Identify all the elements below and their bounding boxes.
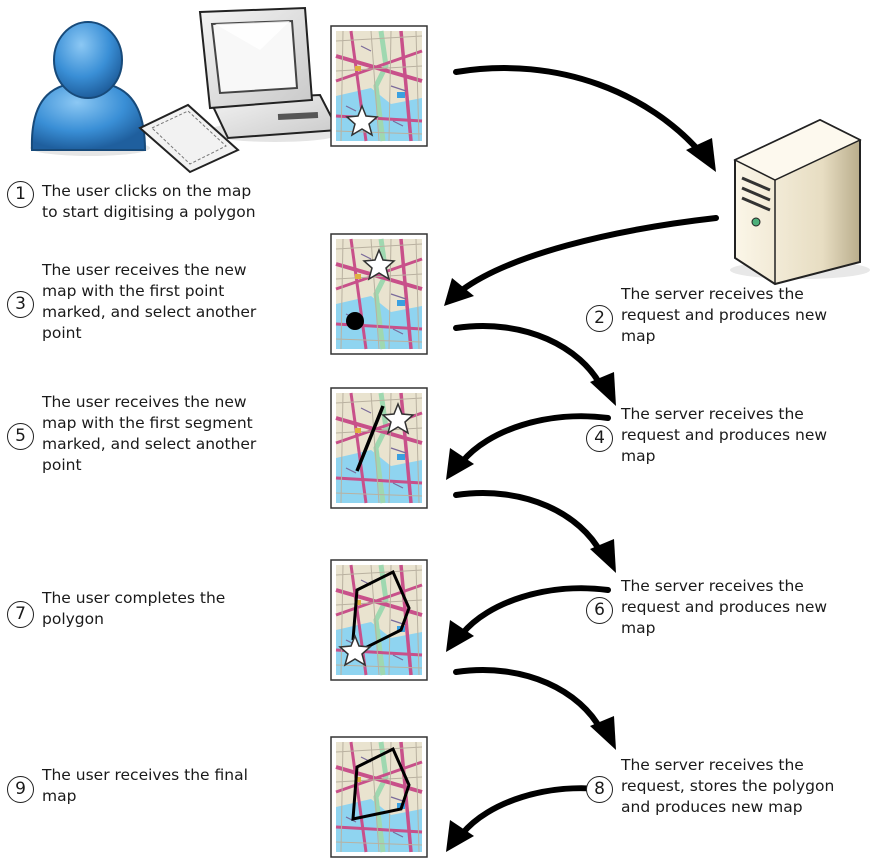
step-3: 3 The user receives the new map with the… bbox=[7, 260, 256, 344]
step-number: 2 bbox=[586, 305, 613, 332]
step-text: The user receives the new map with the f… bbox=[42, 261, 257, 342]
arrow-down-3 bbox=[456, 670, 616, 750]
step-9: 9 The user receives the final map bbox=[7, 765, 248, 807]
arrow-left-3 bbox=[446, 788, 608, 852]
step-number: 1 bbox=[7, 181, 34, 208]
keyboard-icon bbox=[138, 103, 240, 174]
map-thumbnail-3 bbox=[331, 388, 427, 508]
step-text: The user receives the new map with the f… bbox=[42, 393, 257, 474]
arrow-from-server bbox=[444, 215, 719, 306]
step-text: The server receives the request and prod… bbox=[621, 285, 828, 345]
step-2: 2 The server receives the request and pr… bbox=[586, 284, 827, 347]
map-thumbnail-5 bbox=[331, 737, 427, 857]
desktop-computer-icon bbox=[198, 6, 345, 142]
step-text: The server receives the request and prod… bbox=[621, 577, 828, 637]
step-7: 7 The user completes the polygon bbox=[7, 588, 225, 630]
step-text: The server receives the request and prod… bbox=[621, 405, 828, 465]
step-8: 8 The server receives the request, store… bbox=[586, 755, 834, 818]
map-thumbnail-4 bbox=[331, 560, 427, 680]
user-icon bbox=[30, 21, 150, 156]
server-tower-icon bbox=[730, 118, 870, 286]
step-5: 5 The user receives the new map with the… bbox=[7, 392, 256, 476]
step-number: 6 bbox=[586, 597, 613, 624]
step-text: The server receives the request, stores … bbox=[621, 756, 835, 816]
map-thumbnail-2 bbox=[331, 234, 427, 354]
arrow-left-1 bbox=[446, 416, 608, 480]
step-number: 3 bbox=[7, 291, 34, 318]
step-4: 4 The server receives the request and pr… bbox=[586, 404, 827, 467]
arrow-down-2 bbox=[456, 493, 616, 573]
step-1: 1 The user clicks on the map to start di… bbox=[7, 181, 256, 223]
step-number: 8 bbox=[586, 776, 613, 803]
step-text: The user receives the final map bbox=[42, 766, 248, 805]
step-text: The user completes the polygon bbox=[42, 589, 226, 628]
arrow-left-2 bbox=[446, 588, 608, 652]
step-number: 9 bbox=[7, 776, 34, 803]
step-number: 4 bbox=[586, 425, 613, 452]
map-thumbnail-1 bbox=[331, 26, 427, 146]
arrow-to-server bbox=[453, 65, 716, 172]
step-6: 6 The server receives the request and pr… bbox=[586, 576, 827, 639]
step-number: 5 bbox=[7, 423, 34, 450]
step-number: 7 bbox=[7, 601, 34, 628]
step-text: The user clicks on the map to start digi… bbox=[42, 182, 256, 221]
